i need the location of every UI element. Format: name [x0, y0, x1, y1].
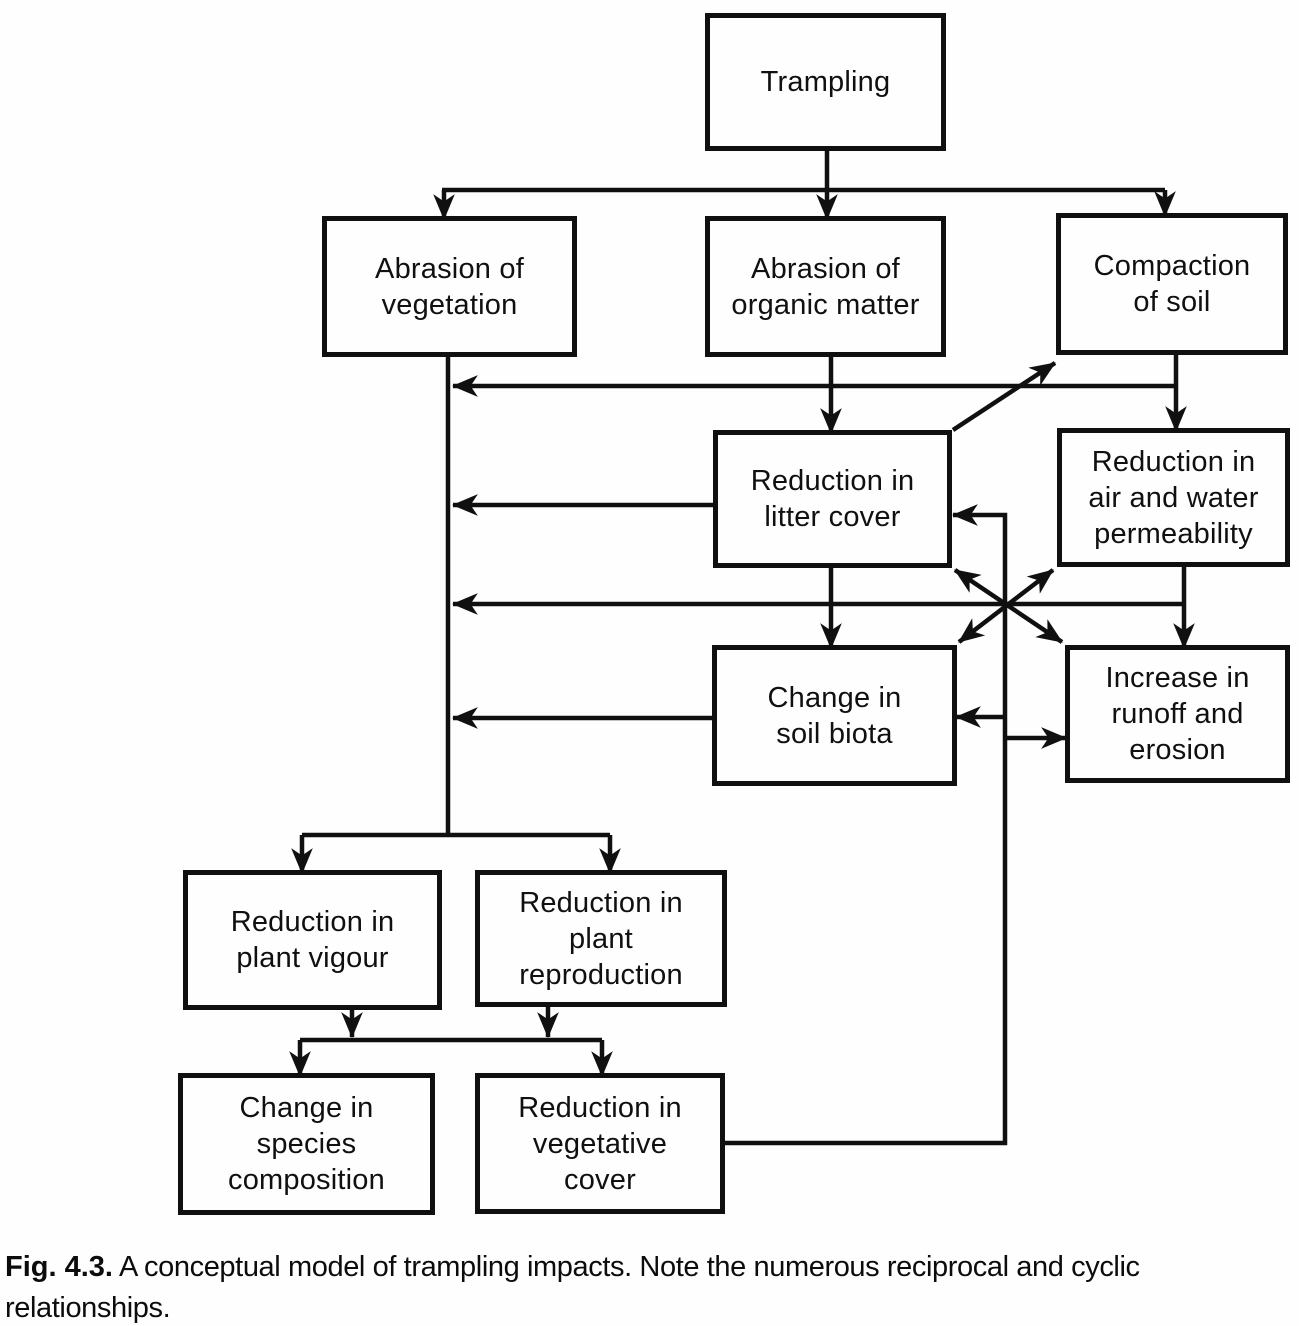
- node-reduction-plant-vigour: Reduction in plant vigour: [183, 870, 442, 1010]
- node-change-species-composition-label: Change in species composition: [228, 1092, 385, 1196]
- node-abrasion-organic-matter: Abrasion of organic matter: [705, 216, 946, 357]
- node-trampling-label: Trampling: [760, 66, 891, 98]
- node-reduction-air-water-permeability: Reduction in air and water permeability: [1057, 428, 1290, 567]
- node-abrasion-organic-matter-label: Abrasion of organic matter: [731, 252, 920, 321]
- node-reduction-plant-vigour-label: Reduction in plant vigour: [230, 906, 395, 974]
- node-reduction-plant-reproduction: Reduction in plant reproduction: [475, 870, 727, 1007]
- figure-caption-text: A conceptual model of trampling impacts.…: [119, 1251, 1140, 1283]
- node-trampling: Trampling: [705, 13, 946, 151]
- node-change-species-composition: Change in species composition: [178, 1073, 435, 1215]
- node-reduction-vegetative-cover: Reduction in vegetative cover: [475, 1073, 725, 1214]
- node-abrasion-vegetation-label: Abrasion of vegetation: [375, 252, 524, 321]
- figure-number: Fig. 4.3.: [5, 1251, 113, 1283]
- node-increase-runoff-erosion: Increase in runoff and erosion: [1065, 645, 1290, 783]
- node-reduction-vegetative-cover-label: Reduction in vegetative cover: [518, 1091, 682, 1196]
- node-reduction-litter-cover-label: Reduction in litter cover: [750, 465, 915, 533]
- edge-vegcover-feedback-to-litter: [723, 504, 1008, 1146]
- node-reduction-plant-reproduction-label: Reduction in plant reproduction: [519, 886, 683, 991]
- node-change-soil-biota-label: Change in soil biota: [767, 681, 902, 750]
- node-compaction-of-soil: Compaction of soil: [1056, 213, 1288, 355]
- node-compaction-of-soil-label: Compaction of soil: [1093, 250, 1251, 318]
- node-reduction-air-water-permeability-label: Reduction in air and water permeability: [1088, 445, 1259, 550]
- node-reduction-litter-cover: Reduction in litter cover: [713, 430, 952, 568]
- figure-caption-line2: relationships.: [5, 1292, 171, 1324]
- edge-litter-to-compaction-diagonal: [951, 361, 1057, 432]
- figure-caption: Fig. 4.3. A conceptual model of tramplin…: [5, 1247, 1297, 1326]
- node-abrasion-vegetation: Abrasion of vegetation: [322, 216, 577, 357]
- figure-caption-line1: Fig. 4.3. A conceptual model of tramplin…: [5, 1247, 1297, 1288]
- node-increase-runoff-erosion-label: Increase in runoff and erosion: [1105, 662, 1250, 766]
- node-change-soil-biota: Change in soil biota: [712, 645, 957, 786]
